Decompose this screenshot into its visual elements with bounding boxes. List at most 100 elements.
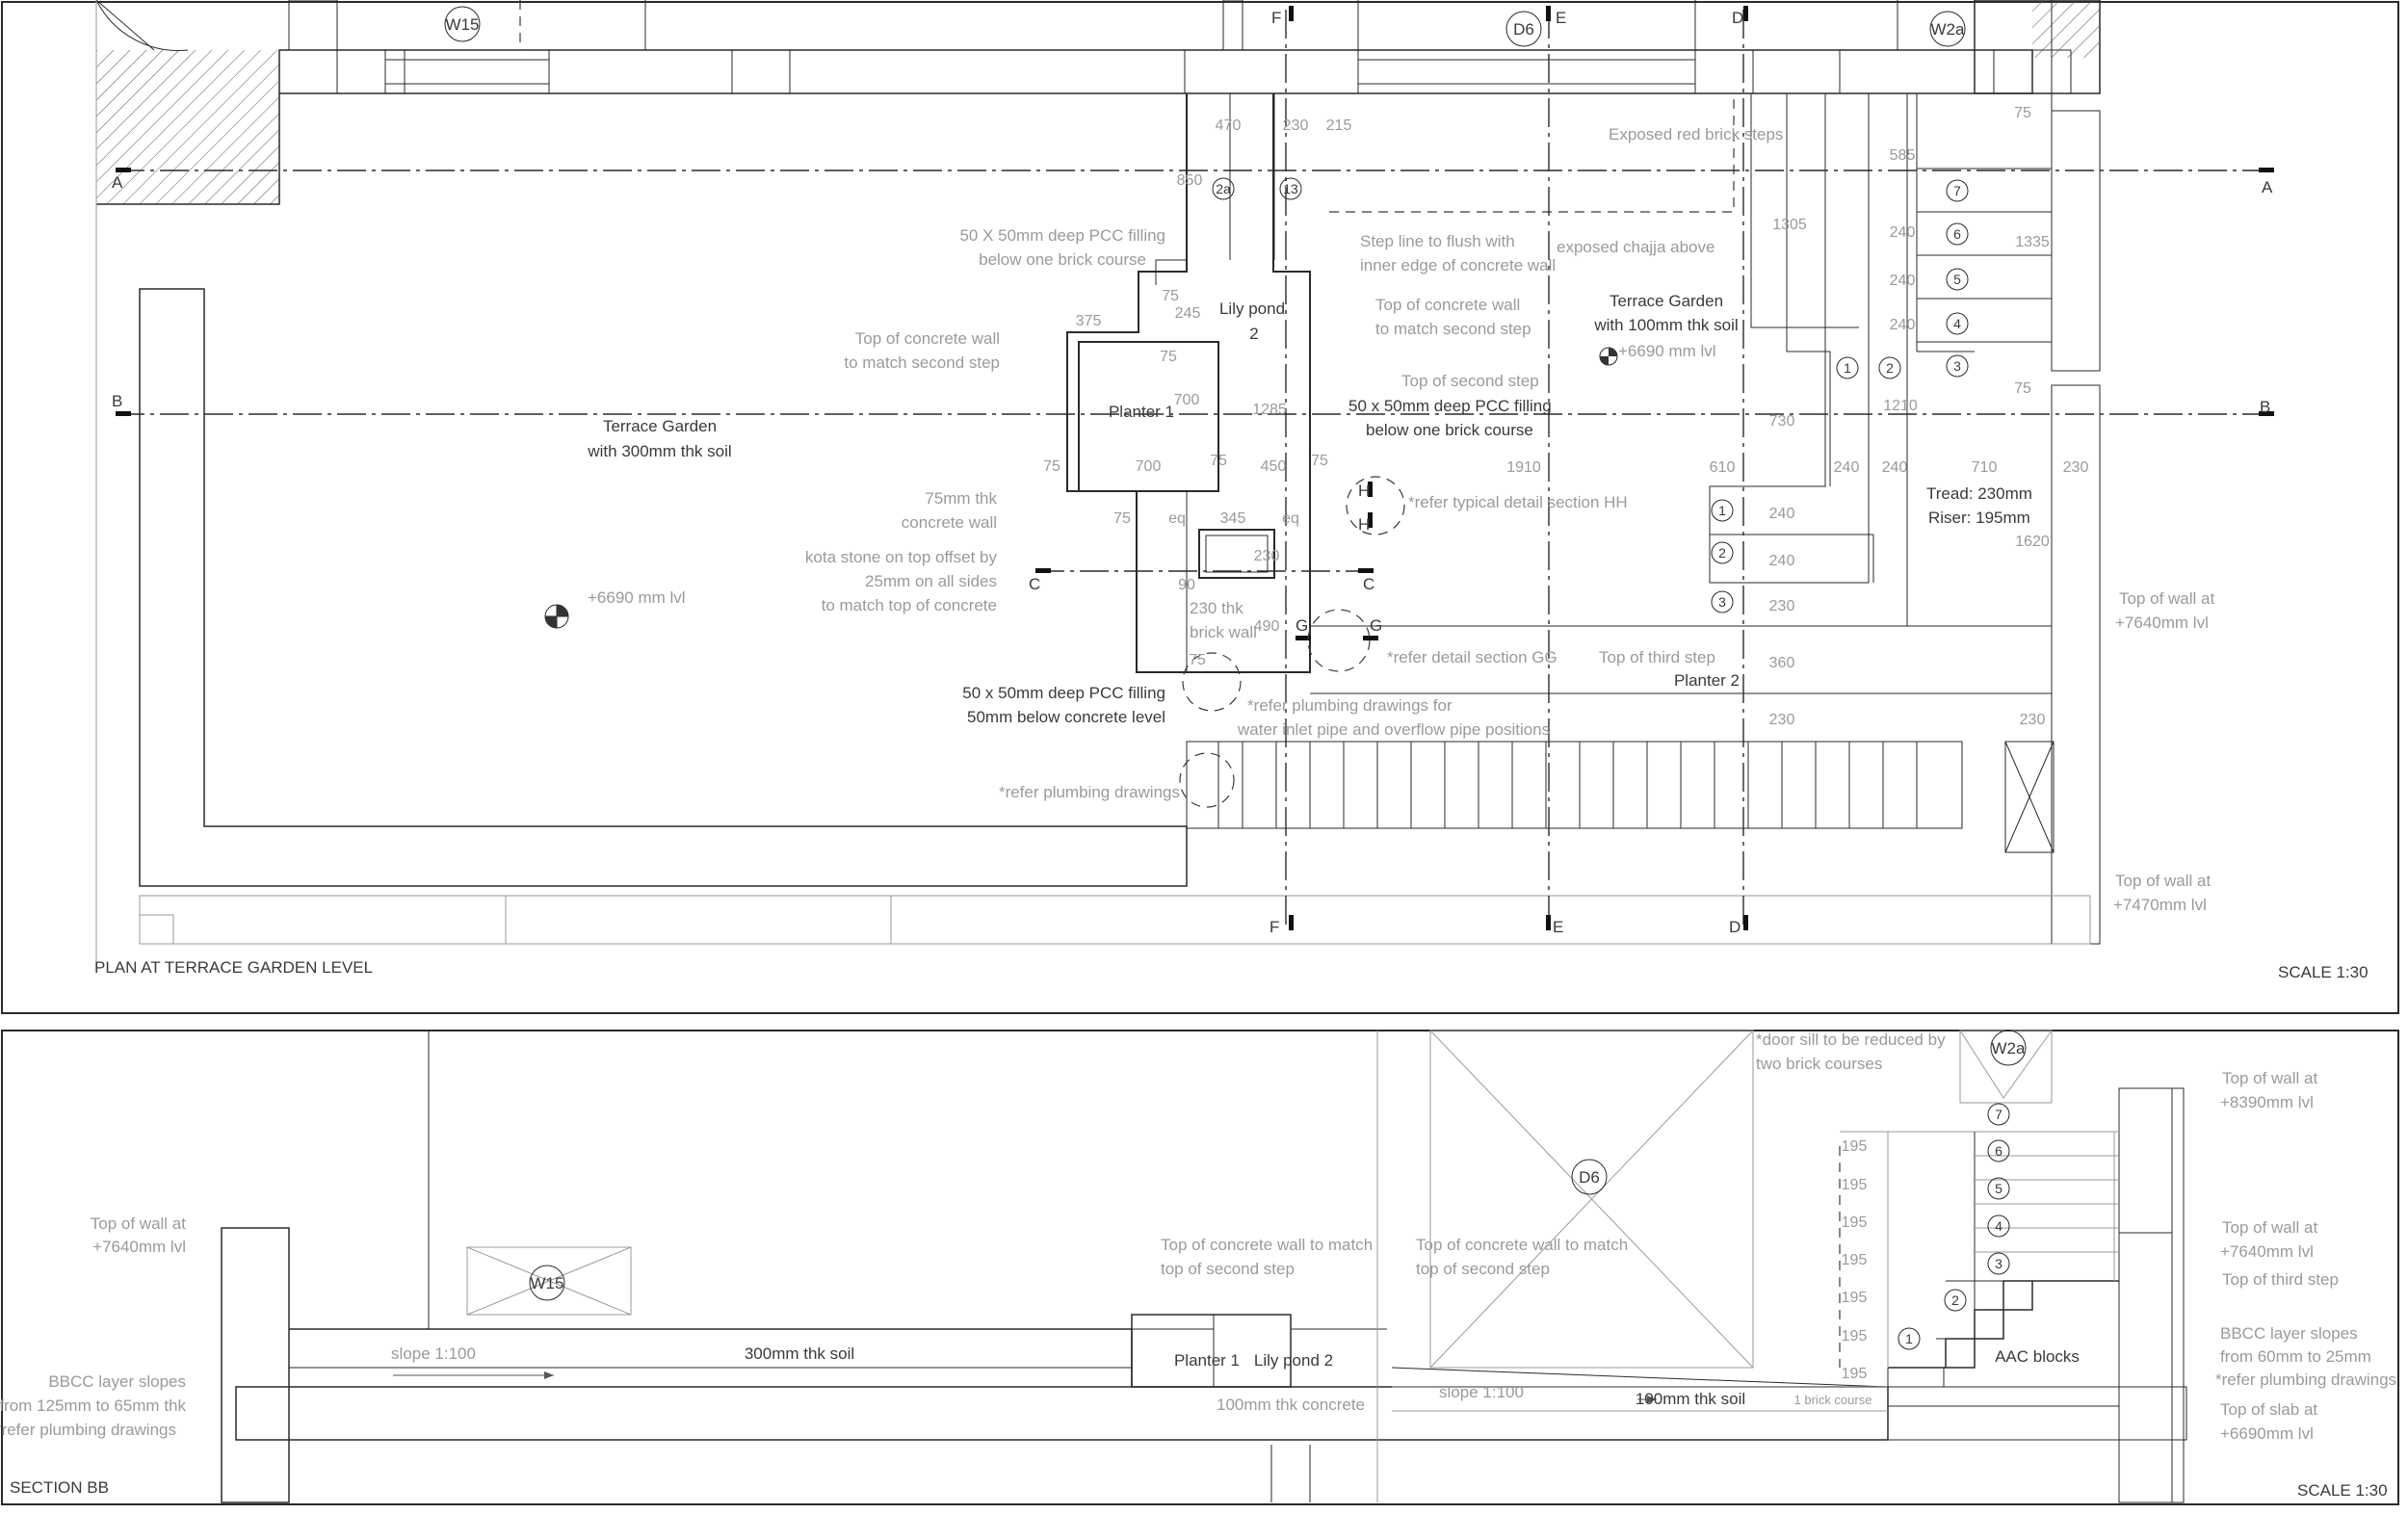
sec-wall-7640-line2: +7640mm lvl — [2220, 1242, 2314, 1261]
riser-dim: 195 — [1842, 1328, 1868, 1344]
dim: 240 — [1769, 553, 1795, 569]
sec-wall-left-line2: +7640mm lvl — [92, 1238, 186, 1256]
sec-conc-match1-line2: top of second step — [1161, 1260, 1295, 1278]
tag-w15: W15 — [446, 15, 480, 34]
detail-hh-label: *refer typical detail section HH — [1408, 493, 1628, 511]
plan-pond-planter — [1066, 93, 2055, 853]
dim: 610 — [1710, 459, 1736, 476]
dim: 240 — [1834, 459, 1860, 476]
dim: 1210 — [1883, 398, 1918, 414]
dim: 75 — [1113, 510, 1131, 527]
garden-main-line1: Terrace Garden — [603, 417, 717, 435]
plan-scale: SCALE 1:30 — [2278, 963, 2369, 981]
dim: 470 — [1216, 117, 1242, 134]
marker-b-right: B — [2260, 398, 2270, 416]
garden-small-line2: with 100mm thk soil — [1593, 316, 1738, 334]
sec-conc100: 100mm thk concrete — [1217, 1396, 1365, 1414]
tag-a2: 2 — [1886, 360, 1894, 376]
sec-bbcc-right-line2: from 60mm to 25mm — [2220, 1347, 2371, 1366]
dim: 75 — [2014, 380, 2031, 397]
dim: 245 — [1175, 305, 1201, 322]
chajja-label: exposed chajja above — [1557, 238, 1714, 256]
step-tag-7: 7 — [1953, 183, 1961, 198]
marker-d-top: D — [1732, 9, 1743, 27]
marker-e-top: E — [1556, 9, 1566, 27]
dim: 75 — [1160, 349, 1177, 365]
marker-c-right: C — [1363, 575, 1374, 593]
dim: 700 — [1136, 458, 1162, 475]
plan-top-wall — [95, 0, 2101, 963]
step-tag-4: 4 — [1953, 316, 1961, 331]
sec-bbcc-right-line3: *refer plumbing drawings — [2215, 1370, 2396, 1389]
marker-c-left: C — [1029, 575, 1040, 593]
wall-match-left-line1: Top of concrete wall — [855, 329, 1000, 348]
sec-step-tag: 1 — [1905, 1331, 1913, 1346]
dim: 240 — [1882, 459, 1908, 476]
planter2-label: Planter 2 — [1674, 671, 1740, 690]
sec-third-step: Top of third step — [2222, 1270, 2339, 1289]
sec-wall-left-line1: Top of wall at — [91, 1214, 186, 1233]
riser-dim: 195 — [1842, 1290, 1868, 1306]
tag-b3: 3 — [1718, 594, 1726, 610]
dim: 90 — [1178, 577, 1195, 593]
sec-wall-8390-line2: +8390mm lvl — [2220, 1093, 2314, 1111]
sec-wall-7640-line1: Top of wall at — [2222, 1218, 2317, 1237]
sec-conc-match2-line2: top of second step — [1416, 1260, 1550, 1278]
dim: 700 — [1174, 392, 1200, 408]
tag-a1: 1 — [1844, 360, 1851, 376]
sec-aac: AAC blocks — [1995, 1347, 2080, 1366]
tag-d6: D6 — [1513, 20, 1534, 39]
dim: 375 — [1076, 313, 1102, 329]
kota-line2: 25mm on all sides — [865, 572, 997, 590]
tag-b1: 1 — [1718, 503, 1726, 518]
plumbing-inlet-line2: water inlet pipe and overflow pipe posit… — [1237, 720, 1550, 739]
level-main: +6690 mm lvl — [588, 588, 686, 607]
dim: eq — [1282, 510, 1299, 527]
sec-conc-match1-line1: Top of concrete wall to match — [1161, 1236, 1373, 1254]
riser-label: Riser: 195mm — [1928, 509, 2030, 527]
step-line-line1: Step line to flush with — [1360, 232, 1515, 250]
wall-7640-line2: +7640mm lvl — [2115, 613, 2209, 632]
dim: 1335 — [2015, 234, 2050, 250]
marker-a-right: A — [2262, 178, 2273, 196]
dim: eq — [1168, 510, 1186, 527]
marker-h-top: H — [1358, 482, 1370, 500]
tag-w2a: W2a — [1931, 20, 1966, 39]
pcc-top-line2: below one brick course — [979, 250, 1146, 269]
kota-line3: to match top of concrete — [822, 596, 997, 614]
wall-7640-line1: Top of wall at — [2119, 589, 2214, 608]
sec-door-sill-line1: *door sill to be reduced by — [1756, 1031, 1946, 1049]
sec-step-tag: 3 — [1995, 1256, 2002, 1271]
refer-plumbing: *refer plumbing drawings — [999, 783, 1180, 801]
sec-soil300: 300mm thk soil — [745, 1344, 854, 1363]
plan-terrace-outline — [139, 288, 2091, 945]
wall-7470-line1: Top of wall at — [2115, 872, 2211, 890]
marker-b-left: B — [112, 392, 122, 410]
plan-steps — [1310, 93, 2052, 694]
dim: 710 — [1972, 459, 1998, 476]
sec-step-tag: 5 — [1995, 1181, 2002, 1196]
dim: 75 — [1311, 453, 1328, 469]
plan-frame — [1, 1, 2399, 1014]
sec-step-tag: 2 — [1951, 1292, 1959, 1308]
pcc-bottom-line2: 50mm below concrete level — [967, 708, 1165, 726]
plan-grid-lines — [116, 0, 2274, 930]
dim: 240 — [1769, 506, 1795, 522]
section-body — [221, 1030, 2187, 1503]
riser-dim: 195 — [1842, 1138, 1868, 1155]
wall-match-mid-line1: Top of concrete wall — [1375, 296, 1520, 314]
dim: 1620 — [2015, 534, 2050, 550]
lily-pond-number: 2 — [1249, 325, 1258, 343]
pcc-top-line1: 50 X 50mm deep PCC filling — [959, 226, 1165, 245]
sec-door-sill-line2: two brick courses — [1756, 1055, 1882, 1073]
dim: 730 — [1769, 413, 1795, 430]
third-step-label: Top of third step — [1599, 648, 1715, 666]
step-tag-5: 5 — [1953, 272, 1961, 287]
sec-step-tag: 6 — [1995, 1143, 2002, 1159]
brick-wall-line2: brick wall — [1190, 623, 1257, 641]
section-frame — [1, 1030, 2399, 1505]
lily-pond-label: Lily pond — [1219, 300, 1285, 318]
dim: 75 — [1189, 652, 1206, 668]
marker-d-bottom: D — [1729, 918, 1741, 936]
marker-g-right: G — [1370, 616, 1382, 635]
